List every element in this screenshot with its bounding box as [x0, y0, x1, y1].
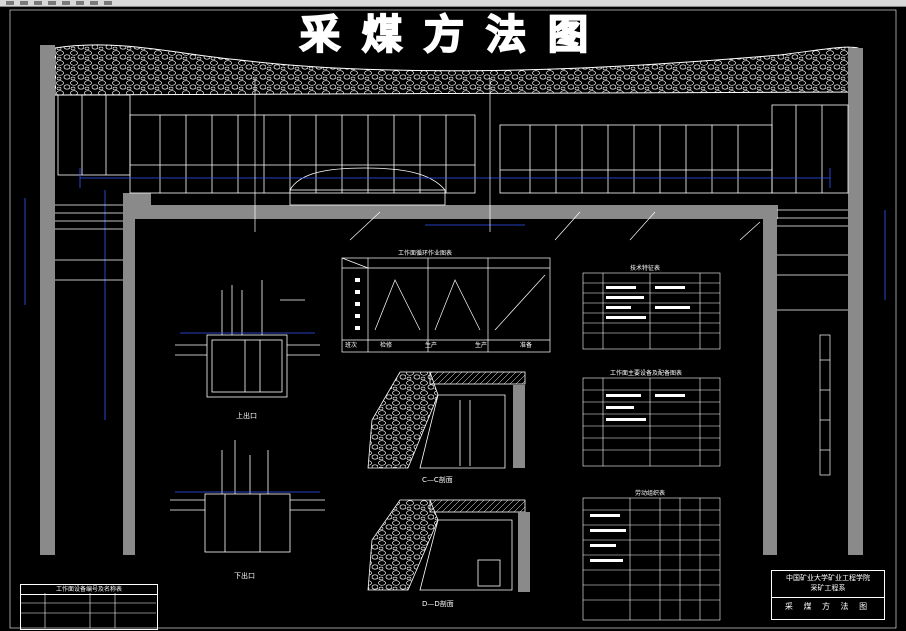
legend-table: 工作面设备编号及名称表 [20, 584, 158, 630]
work-cycle-title: 工作面循环作业图表 [398, 250, 453, 257]
cycle-footer-4: 准备 [520, 342, 533, 349]
title-block-name: 采 煤 方 法 图 [784, 602, 872, 611]
legend-title: 工作面设备编号及名称表 [21, 585, 157, 595]
section-c-label: C—C剖面 [422, 476, 453, 484]
toolbar-icon[interactable] [76, 1, 84, 5]
upper-end-label: 上出口 [236, 412, 257, 420]
work-cycle-chart [341, 257, 551, 353]
lower-end-label: 下出口 [234, 572, 255, 580]
toolbar-icon[interactable] [104, 1, 112, 5]
title-block-dept-text: 采矿工程系 [810, 584, 846, 592]
drawing-title: 采煤方法图 [299, 11, 610, 59]
labor-table [582, 497, 721, 621]
tech-spec-title: 技术特征表 [630, 265, 661, 272]
title-block: 中国矿业大学矿业工程学院 采矿工程系 采 煤 方 法 图 [771, 570, 885, 620]
toolbar-icon[interactable] [90, 1, 98, 5]
table-text-blocks [590, 286, 690, 562]
drawing-border [9, 9, 897, 629]
tech-spec-table [582, 272, 721, 350]
toolbar-icon[interactable] [62, 1, 70, 5]
upper-end-section [175, 280, 320, 398]
cycle-footer-1: 检修 [380, 342, 393, 349]
cycle-footer-0: 班次 [345, 342, 358, 349]
title-block-org-text: 中国矿业大学矿业工程学院 [786, 574, 870, 582]
left-outer-wall [40, 45, 55, 555]
toolbar-icon[interactable] [34, 1, 42, 5]
goaf-rock-band [54, 44, 859, 96]
cycle-footer-2: 生产 [425, 342, 438, 349]
left-inner-wall [123, 193, 135, 555]
toolbar-icon[interactable] [48, 1, 56, 5]
toolbar-icon[interactable] [6, 1, 14, 5]
equipment-table [582, 377, 721, 467]
toolbar-icon[interactable] [20, 1, 28, 5]
hydraulic-support-row [57, 94, 849, 206]
lower-end-section [170, 440, 325, 553]
dimension-lines [24, 168, 886, 420]
section-d-label: D—D剖面 [422, 600, 454, 608]
title-block-org: 中国矿业大学矿业工程学院 采矿工程系 [772, 571, 884, 598]
section-c-c [367, 371, 526, 469]
equipment-table-title: 工作面主要设备及配备图表 [610, 370, 683, 377]
face-gray-band [123, 205, 778, 219]
cycle-footer-3: 生产 [475, 342, 488, 349]
toolbar[interactable] [0, 0, 906, 7]
right-outer-wall [848, 48, 863, 555]
right-inner-wall [763, 205, 777, 555]
gateway-details [55, 78, 848, 476]
labor-table-title: 劳动组织表 [635, 490, 666, 497]
section-d-d [367, 499, 530, 592]
